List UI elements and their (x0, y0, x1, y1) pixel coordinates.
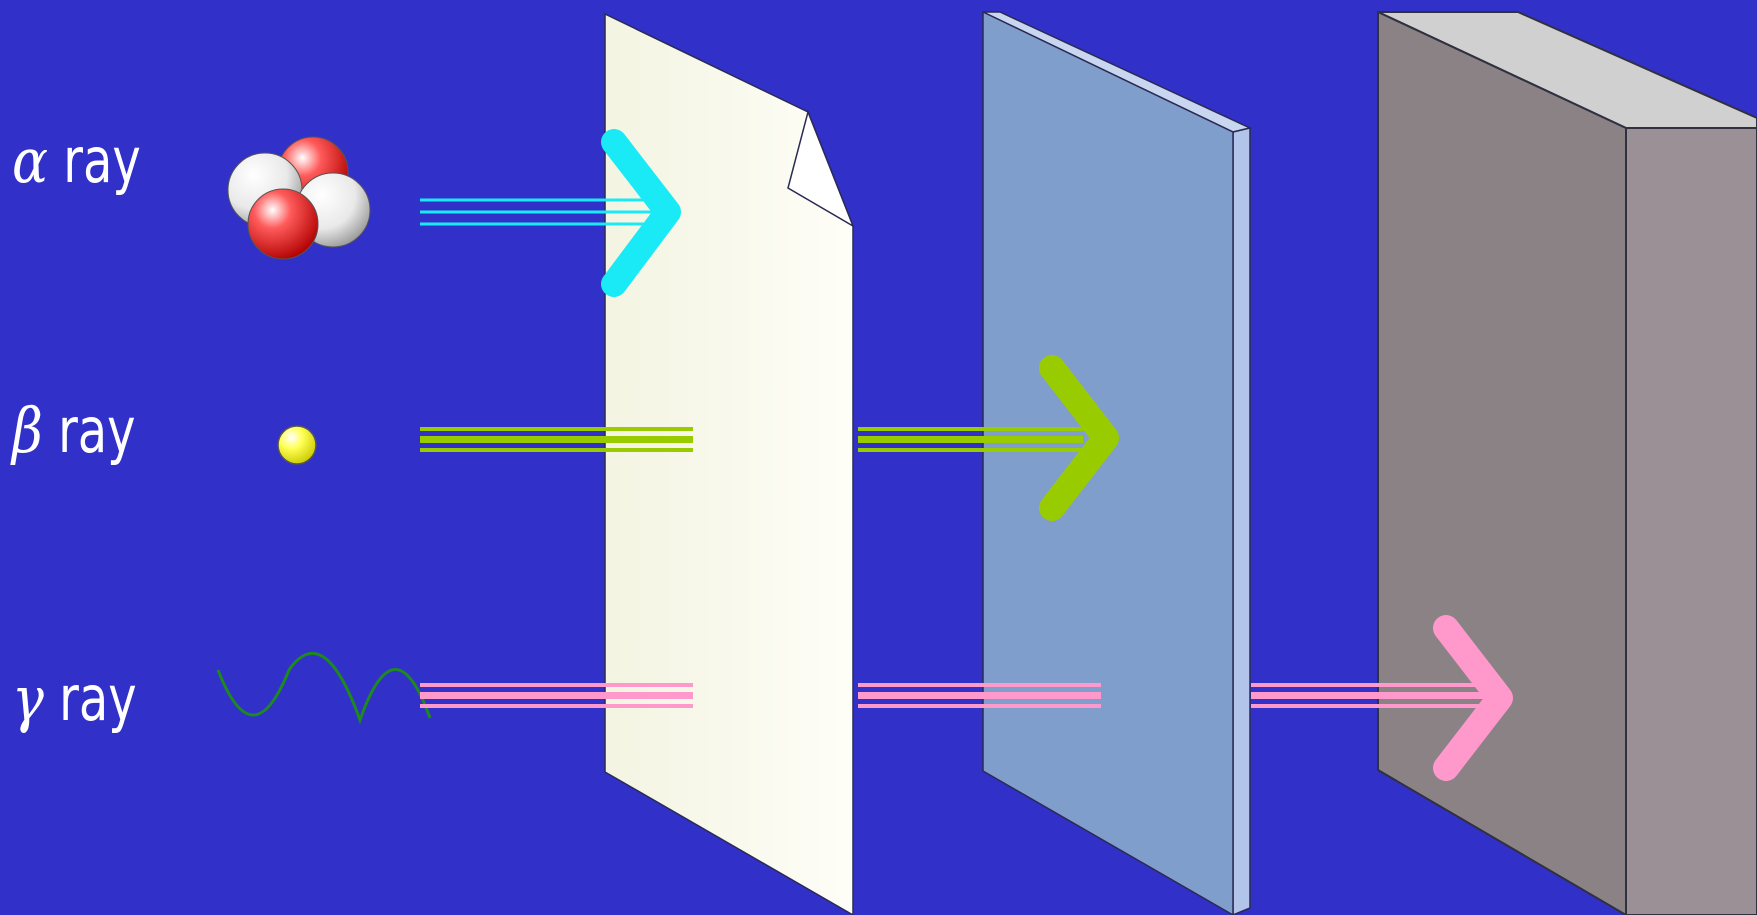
aluminum-plate-edge (1233, 128, 1250, 915)
gamma-beam (420, 628, 1500, 768)
gamma-beam-segment (1251, 704, 1485, 708)
alpha-beam (420, 142, 668, 284)
beta-beam-segment (858, 448, 1083, 452)
lead-block-front (1378, 12, 1626, 915)
gamma-beam-segment (1251, 683, 1485, 687)
beta-beam-segment (420, 436, 693, 443)
paper-sheet (605, 14, 853, 915)
electron-icon (278, 426, 316, 464)
lead-block-side (1626, 128, 1757, 915)
gamma-beam-segment (1251, 692, 1485, 699)
gamma-beam-segment (420, 683, 693, 687)
gamma-beam-segment (420, 704, 693, 708)
aluminum-plate (983, 12, 1250, 915)
aluminum-plate-front (983, 12, 1233, 915)
lead-block (1378, 12, 1757, 915)
gamma-beam-segment (858, 683, 1101, 687)
beta-beam-segment (420, 448, 693, 452)
gamma-beam-segment (858, 704, 1101, 708)
proton (248, 189, 318, 259)
gamma-beam-segment (420, 692, 693, 699)
helium-nucleus-icon (228, 137, 370, 259)
wave-icon (218, 653, 430, 720)
beta-beam-segment (858, 427, 1083, 431)
gamma-beam-segment (858, 692, 1101, 699)
beta-beam-segment (420, 427, 693, 431)
beta-beam-segment (858, 436, 1083, 443)
